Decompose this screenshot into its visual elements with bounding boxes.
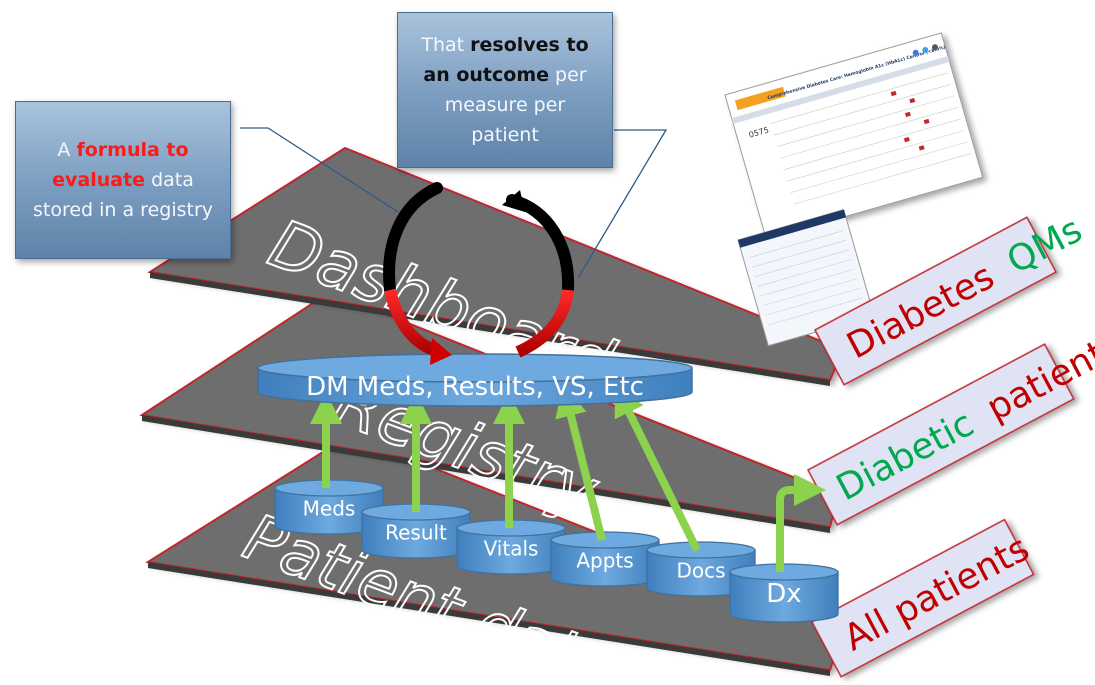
arrow-docs xyxy=(614,383,701,552)
source-cylinder-appts: Appts xyxy=(550,531,660,587)
source-cylinder-result: Result xyxy=(361,503,471,559)
report-icons xyxy=(912,44,938,56)
source-cylinder-docs: Docs xyxy=(646,541,756,597)
flow-arrows xyxy=(310,383,826,572)
source-label-dx: Dx xyxy=(766,579,801,609)
cycle-arrow-right-red xyxy=(515,289,574,358)
formula-callout-post: data stored in a registry xyxy=(32,169,214,221)
cycle-arrowhead-left xyxy=(430,338,452,365)
arrow-appts xyxy=(555,384,606,541)
report-status-marks xyxy=(890,90,930,151)
outcome-callout-pre: That xyxy=(421,34,471,56)
cycle-arrow-right-black xyxy=(506,194,575,296)
formula-pointer xyxy=(240,127,399,213)
callout-pointers xyxy=(240,127,668,279)
outcome-callout-highlight: resolves to an outcome xyxy=(423,34,589,86)
registry-plane-edge xyxy=(142,415,830,533)
source-cylinder-body xyxy=(729,571,839,623)
source-label-appts: Appts xyxy=(576,549,633,573)
source-label-vitals: Vitals xyxy=(484,537,539,561)
report-rows xyxy=(770,72,971,205)
source-label-result: Result xyxy=(385,521,447,545)
source-cylinder-vitals: Vitals xyxy=(456,519,566,575)
formula-callout-highlight: formula to evaluate xyxy=(52,139,189,191)
source-label-docs: Docs xyxy=(676,559,725,583)
report-thumbnail-back xyxy=(737,209,875,347)
formula-callout: A formula to evaluate data stored in a r… xyxy=(15,101,231,259)
source-label-meds: Meds xyxy=(303,497,356,521)
outcome-callout-post: per measure per patient xyxy=(444,64,587,146)
arrow-dx xyxy=(776,474,826,572)
all-patients-tag: All patients xyxy=(810,518,1036,678)
cycle-arrow-left-black xyxy=(383,182,443,296)
svg-text:Diabetes QMs: Diabetes QMs xyxy=(841,209,1089,367)
outcome-callout: That resolves to an outcome per measure … xyxy=(397,12,613,168)
formula-callout-pre: A xyxy=(57,139,77,161)
registry-store-label: DM Meds, Results, VS, Etc xyxy=(306,372,644,402)
registry-store: DM Meds, Results, VS, Etc xyxy=(257,353,693,407)
outcome-pointer xyxy=(577,129,668,279)
source-cylinder-top xyxy=(550,531,660,549)
source-cylinder-dx: Dx xyxy=(729,563,839,623)
patient-data-plane-edge xyxy=(148,562,830,676)
dashboard-plane-edge xyxy=(150,272,830,386)
source-cylinder-top xyxy=(646,541,756,559)
report-thumbnail: 0575 Comprehensive Diabetes Care: Hemogl… xyxy=(724,32,984,240)
evaluation-cycle xyxy=(383,182,575,365)
cycle-arrowhead-right xyxy=(502,190,525,212)
